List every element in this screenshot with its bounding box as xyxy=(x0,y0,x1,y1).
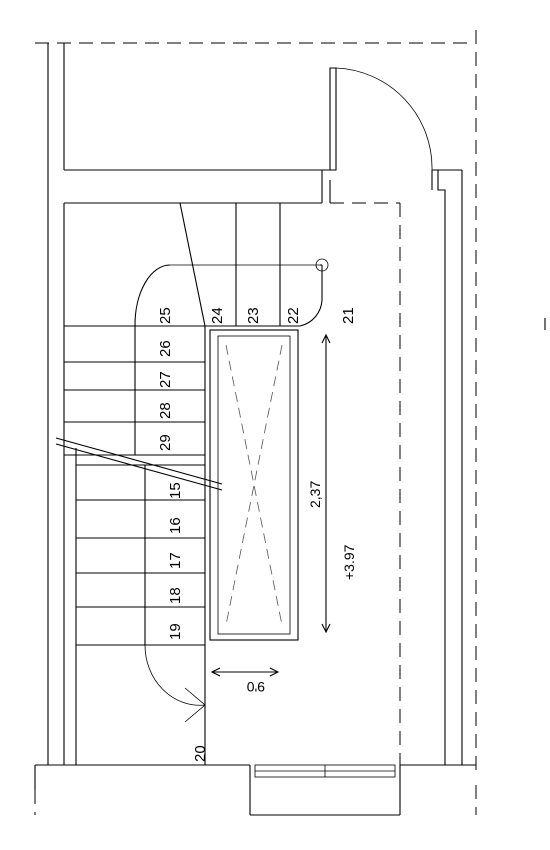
step-label-18: 18 xyxy=(167,587,184,604)
flight-length-dimension: 2,37 xyxy=(307,481,323,508)
left-wall xyxy=(47,43,322,765)
door-frame xyxy=(321,67,463,765)
step-label-22: 22 xyxy=(285,307,302,324)
step-label-16: 16 xyxy=(167,517,184,534)
step-label-24: 24 xyxy=(209,307,226,324)
landing-dashed-outline xyxy=(330,202,401,815)
step-label-26: 26 xyxy=(157,340,174,357)
step-label-25: 25 xyxy=(157,307,174,324)
flight-dimension-line xyxy=(321,333,331,634)
left-flight-treads xyxy=(64,325,206,765)
step-label-20: 20 xyxy=(192,745,209,762)
step-label-28: 28 xyxy=(157,402,174,419)
width-dimension-line xyxy=(210,667,280,677)
cut-line xyxy=(55,437,223,491)
level-dimension: +3.97 xyxy=(341,544,357,580)
walking-line-arrow xyxy=(144,644,206,723)
step-label-15: 15 xyxy=(167,482,184,499)
width-dimension: 9'0 xyxy=(247,679,265,695)
dashed-boundary xyxy=(34,30,477,815)
step-label-23: 23 xyxy=(245,307,262,324)
step-label-27: 27 xyxy=(157,371,174,388)
door-swing-arc xyxy=(335,67,433,171)
step-label-29: 29 xyxy=(157,434,174,451)
step-label-17: 17 xyxy=(167,552,184,569)
bottom-wall xyxy=(34,764,476,816)
stairwell-opening xyxy=(209,329,299,641)
step-labels: 25 24 23 22 21 26 27 28 29 15 16 17 18 1… xyxy=(157,307,357,762)
step-label-21: 21 xyxy=(340,307,357,324)
upper-flight-treads xyxy=(134,202,329,327)
step-label-19: 19 xyxy=(167,623,184,640)
